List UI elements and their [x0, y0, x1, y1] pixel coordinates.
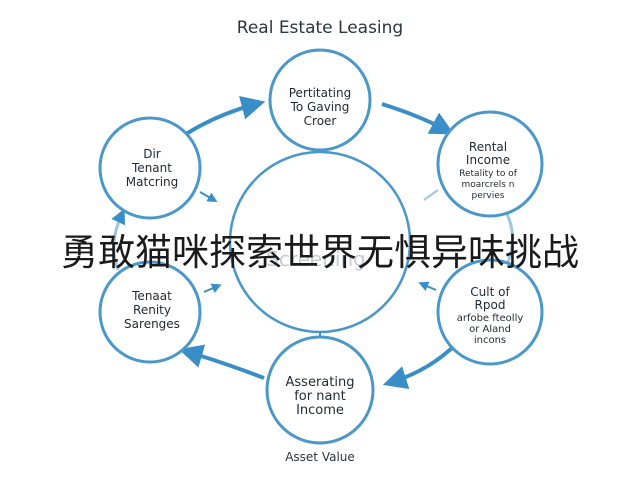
center-circle	[228, 150, 412, 334]
cycle-arrow-left-lower-to-upper	[111, 208, 125, 271]
cycle-arrow-bottom-to-left	[178, 344, 265, 380]
node-right-lower-line-1: Cult of	[470, 285, 510, 299]
node-left-lower-line-1: Tenaat	[131, 289, 172, 303]
node-top-line-2: To Gaving	[290, 100, 350, 114]
node-right-upper-line-5: pervies	[471, 191, 504, 201]
node-left-upper-line-3: Matcring	[126, 175, 179, 189]
node-top: Pertitating To Gaving Croer	[268, 48, 372, 152]
spoke-right-upper	[423, 189, 439, 201]
cycle-arrow-right-to-bottom	[382, 342, 458, 390]
node-right-upper-line-4: moarcrels n	[461, 180, 514, 190]
diagram-title: Real Estate Leasing	[236, 18, 404, 38]
spoke-right-lower	[418, 281, 437, 291]
node-right-upper-line-3: Retality to of	[459, 169, 518, 179]
spoke-left-upper	[199, 191, 218, 202]
node-left-lower-line-3: Sarenges	[124, 317, 180, 331]
footer-label: Asset Value	[285, 450, 355, 464]
spoke-left-lower	[203, 283, 222, 293]
node-top-line-3: Croer	[304, 114, 337, 128]
node-left-upper-line-2: Tenant	[131, 161, 172, 175]
node-right-lower: Cult of Rpod arfobe fteolly or Aland inc…	[436, 258, 544, 366]
node-right-lower-line-5: incons	[474, 335, 506, 346]
node-right-upper: Rental Income Retality to of moarcrels n…	[436, 110, 544, 218]
node-left-lower-line-2: Renity	[133, 303, 171, 317]
node-bottom: Asserating for nant Income	[265, 335, 375, 445]
node-bottom-line-2: for nant	[294, 389, 346, 404]
center-label: Screening	[266, 247, 366, 271]
node-right-lower-line-2: Rpod	[475, 298, 506, 312]
node-right-lower-line-3: arfobe fteolly	[457, 313, 524, 324]
node-left-upper: Dir Tenant Matcring	[98, 116, 202, 220]
node-right-lower-line-4: or Aland	[469, 324, 511, 335]
node-left-lower: Tenaat Renity Sarenges	[98, 260, 202, 364]
node-left-upper-line-1: Dir	[143, 147, 161, 161]
node-bottom-line-3: Income	[296, 403, 344, 418]
node-right-upper-line-2: Income	[466, 153, 510, 167]
node-right-upper-line-1: Rental	[469, 140, 507, 154]
overlay-caption: 勇敢猫咪探索世界无惧异味挑战	[61, 231, 579, 274]
cycle-arrow-left-to-top	[184, 96, 266, 136]
cycle-arrow-top-to-right	[381, 102, 455, 135]
node-top-line-1: Pertitating	[289, 86, 351, 100]
node-bottom-line-1: Asserating	[286, 375, 355, 390]
